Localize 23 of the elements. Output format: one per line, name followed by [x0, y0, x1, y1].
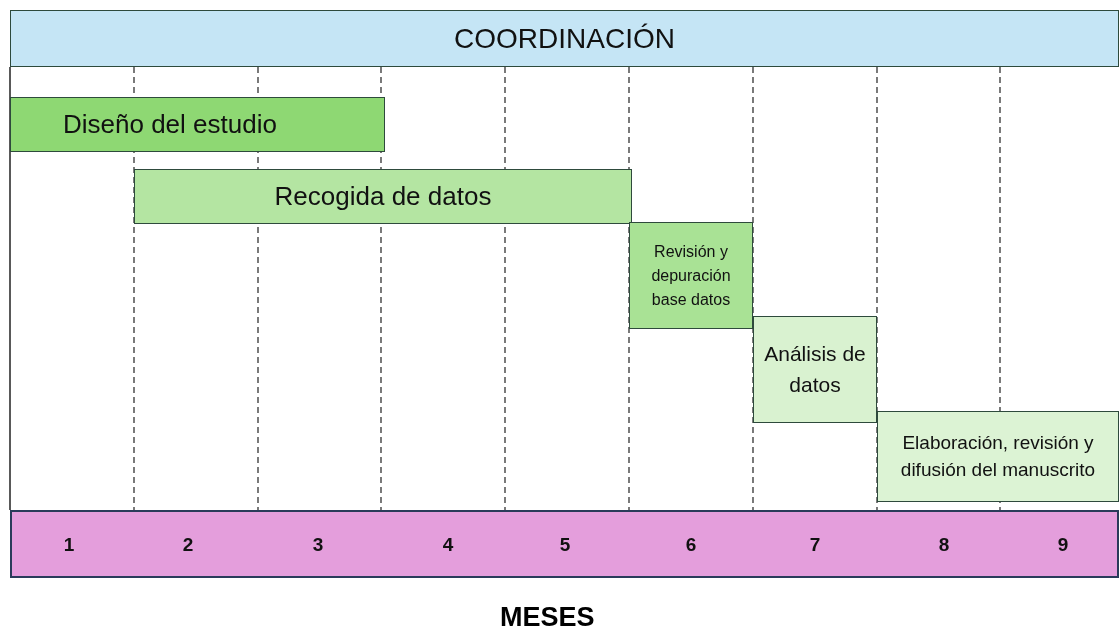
task-bar [753, 316, 877, 423]
month-band [10, 510, 1119, 578]
month-number: 1 [62, 534, 76, 556]
coordination-band [10, 10, 1119, 67]
month-number: 3 [311, 534, 325, 556]
month-number: 7 [808, 534, 822, 556]
task-label: Elaboración, revisión y difusión del manuscrito [899, 430, 1097, 482]
task-bar [877, 411, 1119, 502]
task-label: Diseño del estudio [62, 108, 278, 141]
task-label: Recogida de datos [273, 180, 493, 213]
month-number: 5 [558, 534, 572, 556]
task-bar [629, 222, 753, 329]
task-bar [10, 97, 385, 152]
axis-title: MESES [500, 602, 595, 633]
month-number: 9 [1056, 534, 1070, 556]
month-number: 2 [181, 534, 195, 556]
month-number: 6 [684, 534, 698, 556]
band-title: COORDINACIÓN [453, 21, 676, 56]
month-number: 4 [441, 534, 455, 556]
task-label: Revisión y depuración base datos [650, 241, 732, 310]
task-label: Análisis de datos [763, 341, 867, 398]
task-bar [134, 169, 632, 224]
month-number: 8 [937, 534, 951, 556]
